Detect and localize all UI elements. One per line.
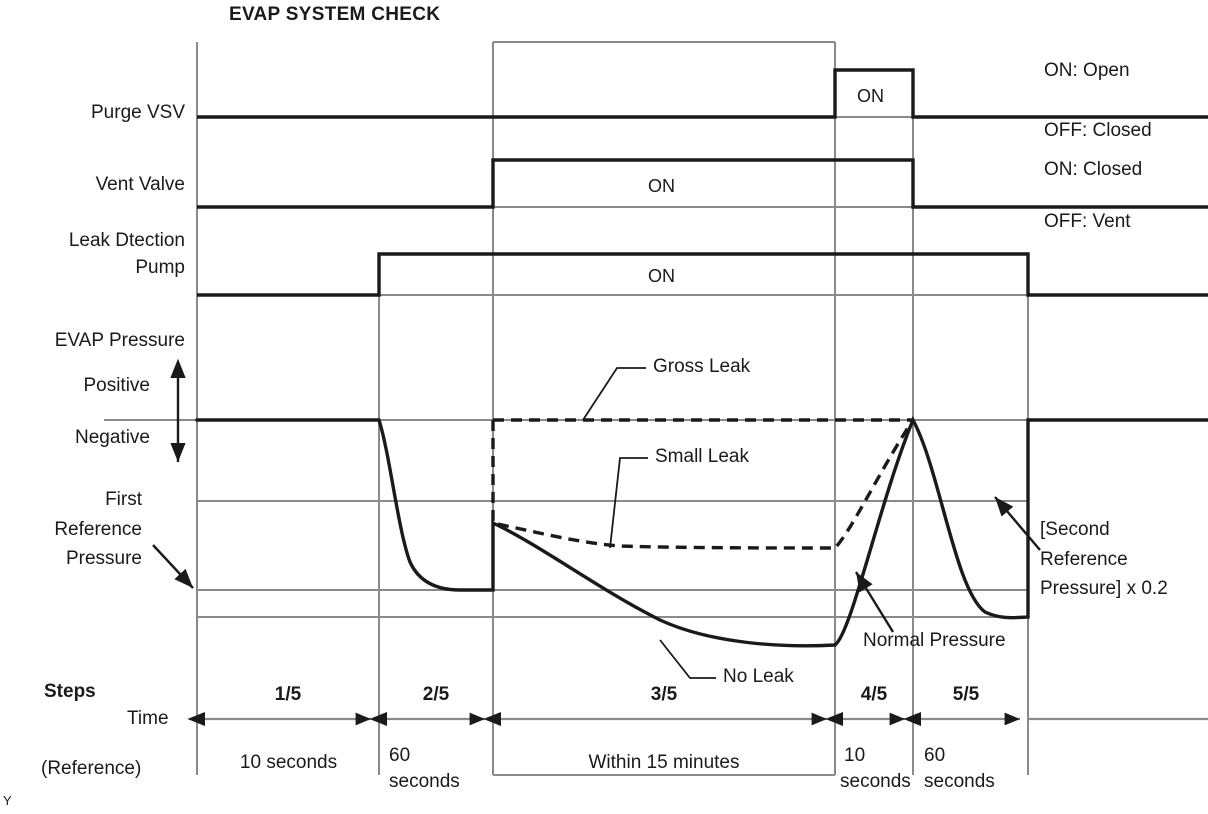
steps-axis-label: Steps — [44, 681, 96, 702]
step-name-4: 4/5 — [860, 684, 888, 705]
leak-detection-pump-trace — [197, 252, 1208, 297]
step-duration-4-line1: 10 — [844, 745, 866, 766]
second-reference-arrow — [994, 496, 1041, 551]
step-name-2: 2/5 — [422, 684, 450, 705]
step-duration-2-line2: seconds — [389, 771, 460, 792]
row-label-vent-valve: Vent Valve — [95, 174, 185, 195]
leak-pump-on-state: ON — [648, 266, 675, 286]
time-axis-label: Time — [127, 708, 169, 729]
first-reference-label-line1: First — [105, 489, 142, 510]
reference-axis-label: (Reference) — [41, 758, 142, 779]
curve-leader-lines — [582, 367, 716, 679]
gross-leak-label: Gross Leak — [653, 356, 751, 377]
step-name-3: 3/5 — [650, 684, 678, 705]
second-reference-label-line3: Pressure] x 0.2 — [1040, 578, 1168, 599]
normal-pressure-arrow — [854, 571, 895, 633]
grid-lines — [104, 41, 1208, 776]
first-reference-label-line3: Pressure — [65, 548, 142, 569]
first-reference-label-line2: Reference — [54, 519, 142, 540]
row-label-positive: Positive — [83, 375, 150, 396]
row-label-evap-pressure: EVAP Pressure — [54, 330, 185, 351]
first-reference-arrow — [152, 544, 194, 589]
step-duration-3: Within 15 minutes — [588, 752, 740, 773]
small-leak-curve — [491, 419, 915, 550]
purge-vsv-off-legend: OFF: Closed — [1044, 120, 1152, 141]
vent-valve-on-legend: ON: Closed — [1044, 159, 1143, 180]
row-label-purge-vsv: Purge VSV — [91, 102, 185, 123]
step-name-1: 1/5 — [274, 684, 302, 705]
purge-vsv-trace — [197, 68, 1208, 119]
step-duration-1: 10 seconds — [239, 752, 338, 773]
no-leak-curve — [195, 416, 1208, 648]
page-title: EVAP SYSTEM CHECK — [229, 4, 441, 25]
vent-valve-trace — [197, 158, 1208, 209]
normal-pressure-label: Normal Pressure — [863, 630, 1006, 651]
second-reference-label-line2: Reference — [1040, 549, 1128, 570]
vent-valve-off-legend: OFF: Vent — [1044, 211, 1131, 232]
step-duration-4-line2: seconds — [840, 771, 911, 792]
small-leak-label: Small Leak — [655, 446, 749, 467]
step-duration-5-line1: 60 — [924, 745, 946, 766]
second-reference-label-line1: [Second — [1040, 519, 1110, 540]
step-name-5: 5/5 — [952, 684, 980, 705]
corner-mark: Y — [3, 793, 12, 808]
row-label-leak-pump-line1: Leak Dtection — [68, 230, 185, 251]
purge-vsv-on-legend: ON: Open — [1044, 60, 1130, 81]
row-label-negative: Negative — [75, 427, 150, 448]
step-duration-5-line2: seconds — [924, 771, 995, 792]
step-duration-2-line1: 60 — [389, 745, 411, 766]
row-label-leak-pump-line2: Pump — [135, 257, 185, 278]
no-leak-label: No Leak — [723, 666, 794, 687]
purge-vsv-on-state: ON — [857, 86, 884, 106]
vent-valve-on-state: ON — [648, 176, 675, 196]
